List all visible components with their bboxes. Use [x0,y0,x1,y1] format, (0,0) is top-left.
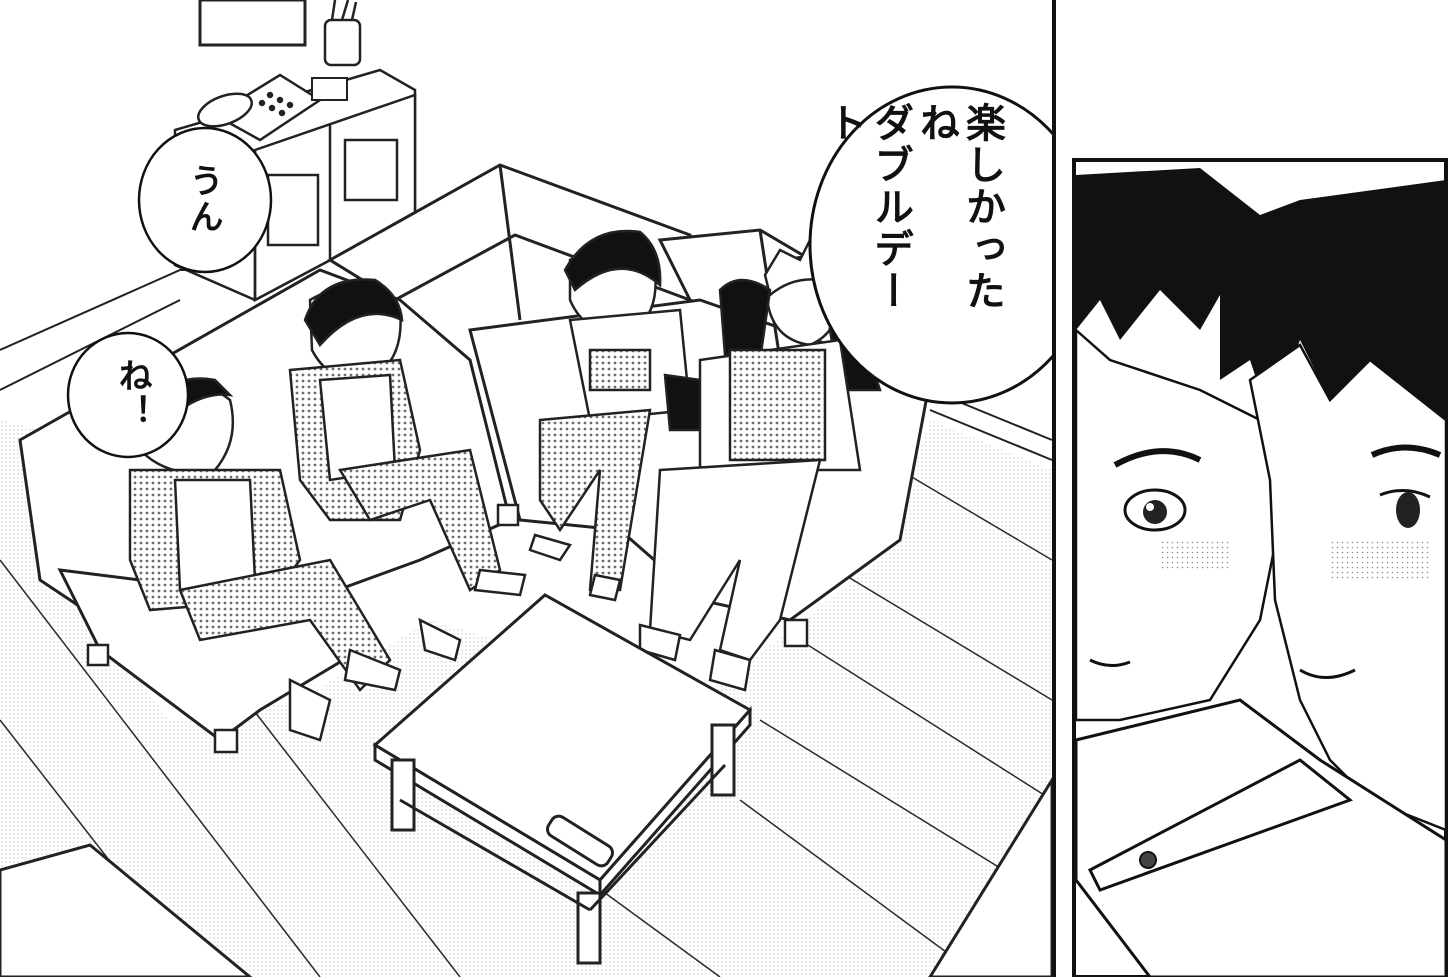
character-3 [528,229,702,602]
character-2 [288,278,527,662]
bubble-main-line-2: ダブルデート [821,102,913,312]
bubble-un [137,126,273,274]
bubble-main-line-1: 楽しかったね [913,102,1005,312]
boy-back-face [1074,327,1282,722]
collar-pin-icon [1139,851,1157,869]
bubble-un-text: うん [183,163,224,235]
boy-back-hair [1076,168,1330,340]
bubble-ne [66,331,190,459]
pen-cup [323,0,362,67]
coffee-table [372,593,753,965]
sofa-legs [86,503,809,754]
foreground-chair [0,843,253,977]
panel-gutter [1054,0,1072,977]
wall-calendar [198,0,307,47]
note-pad [311,77,348,101]
right-panel [1072,158,1448,977]
left-panel [0,0,1096,977]
jacket-collar [1074,698,1448,977]
bubble-ne-text: ね！ [112,358,153,430]
tv-remote [546,814,614,868]
bubble-main-text: 楽しかったね ダブルデート [821,102,1005,352]
